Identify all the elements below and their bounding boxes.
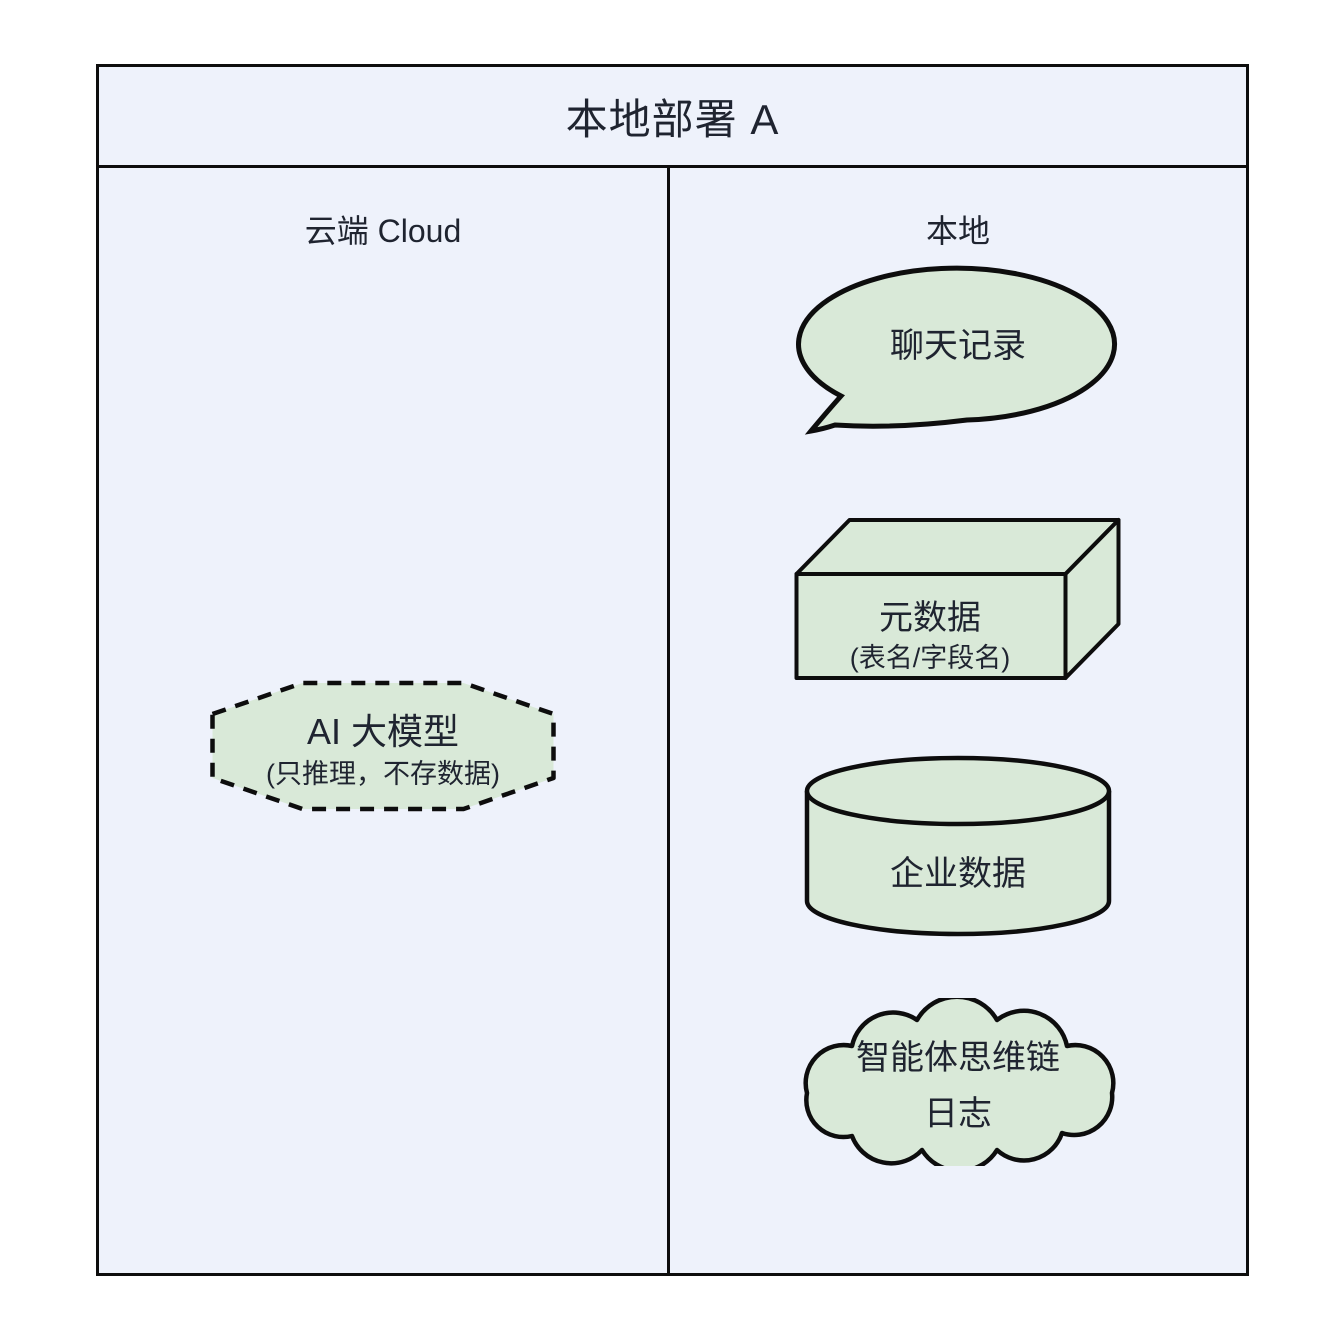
- node-metadata-sublabel: (表名/字段名): [849, 643, 1011, 673]
- panel-title-band: 本地部署 A: [99, 67, 1246, 168]
- column-local-header: 本地: [925, 213, 990, 249]
- speech-bubble-shape: [796, 265, 1118, 435]
- node-ai-model-label: AI 大模型: [306, 711, 460, 752]
- node-agent-cot-log-label: 智能体思维链: [856, 1039, 1060, 1077]
- node-ai-model-sublabel: (只推理，不存数据): [266, 759, 500, 789]
- node-enterprise-data-label: 企业数据: [890, 855, 1026, 893]
- cube-shape: [794, 518, 1121, 680]
- node-agent-cot-log: 智能体思维链 日志: [782, 998, 1134, 1166]
- cloud-shape: [803, 998, 1116, 1166]
- node-metadata-label: 元数据: [879, 599, 981, 637]
- node-enterprise-data: 企业数据: [803, 754, 1113, 938]
- database-cylinder-shape: [804, 755, 1112, 937]
- panel-title: 本地部署 A: [565, 95, 780, 143]
- node-chat-log: 聊天记录: [795, 264, 1121, 436]
- deployment-panel: 本地部署 A 云端 Cloud AI 大模型 (只推理，不存数据) 本地 聊天记…: [96, 64, 1249, 1276]
- node-ai-model: AI 大模型 (只推理，不存数据): [209, 678, 558, 814]
- node-chat-log-label: 聊天记录: [890, 327, 1026, 365]
- columns-container: 云端 Cloud AI 大模型 (只推理，不存数据) 本地 聊天记录: [99, 168, 1246, 1273]
- column-cloud-header: 云端 Cloud: [304, 213, 462, 249]
- dashed-octagon-shape: [210, 680, 556, 812]
- node-agent-cot-log-label-line2: 日志: [924, 1095, 992, 1133]
- column-local: 本地 聊天记录 元数据 (表名/字段名): [670, 168, 1246, 1273]
- node-metadata: 元数据 (表名/字段名): [794, 516, 1122, 682]
- column-cloud: 云端 Cloud AI 大模型 (只推理，不存数据): [99, 168, 670, 1273]
